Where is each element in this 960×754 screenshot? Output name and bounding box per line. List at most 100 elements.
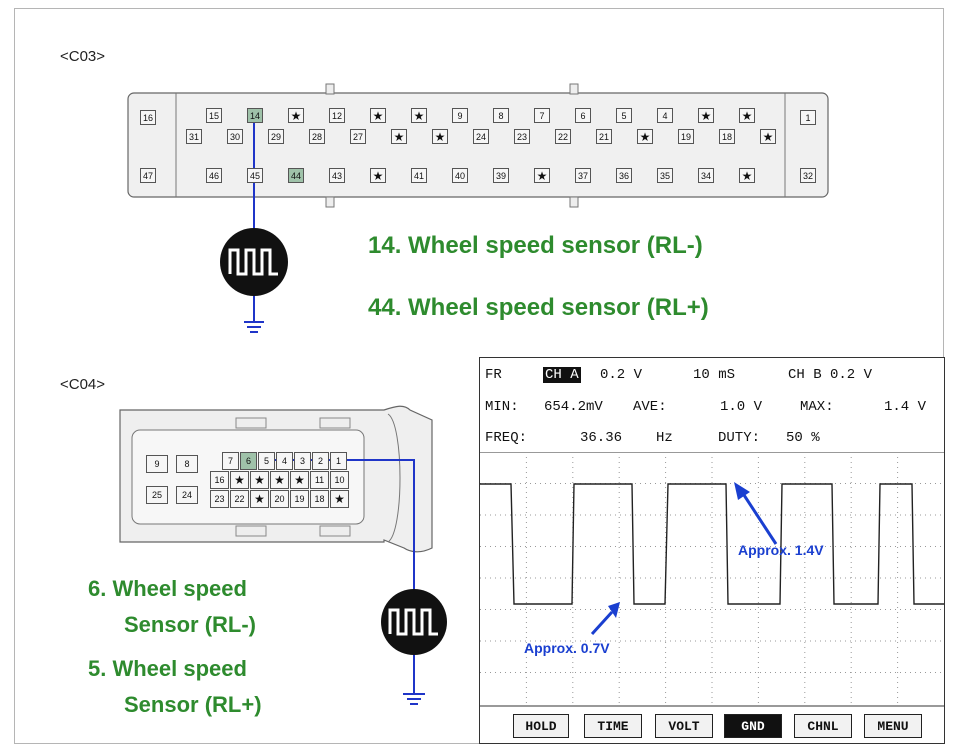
softkey-volt[interactable]: VOLT bbox=[655, 714, 713, 738]
c04-note1-line2: Sensor (RL-) bbox=[124, 612, 256, 637]
scope-timebase: 10 mS bbox=[693, 367, 736, 383]
connector-pin: ★ bbox=[391, 129, 407, 144]
scope-duty-value: 50 % bbox=[786, 430, 820, 446]
connector-pin: 28 bbox=[309, 129, 325, 144]
softkey-chnl[interactable]: CHNL bbox=[794, 714, 852, 738]
connector-pin: 18 bbox=[719, 129, 735, 144]
connector-pin: ★ bbox=[370, 168, 386, 183]
connector-pin: ★ bbox=[534, 168, 550, 183]
connector-pin: 1 bbox=[330, 452, 347, 470]
c03-pin-right-top: 1 bbox=[800, 110, 816, 125]
arrow-high-line bbox=[740, 491, 778, 545]
connector-pin: 23 bbox=[210, 490, 229, 508]
connector-pin: 14 bbox=[247, 108, 263, 123]
connector-pin: 6 bbox=[240, 452, 257, 470]
c03-key-bottom-right bbox=[569, 196, 579, 208]
connector-pin: 21 bbox=[596, 129, 612, 144]
c03-label: <C03> bbox=[60, 48, 106, 65]
connector-pin: 27 bbox=[350, 129, 366, 144]
connector-pin: 11 bbox=[310, 471, 329, 489]
connector-pin: 24 bbox=[473, 129, 489, 144]
connector-pin: ★ bbox=[250, 471, 269, 489]
c04-latch-bottom-right bbox=[319, 525, 351, 537]
connector-pin: 5 bbox=[616, 108, 632, 123]
c03-sensor-icon bbox=[220, 228, 288, 296]
connector-pin: 36 bbox=[616, 168, 632, 183]
scope-ch-a-button[interactable]: CH A bbox=[543, 367, 581, 383]
connector-pin: 6 bbox=[575, 108, 591, 123]
connector-pin: 10 bbox=[330, 471, 349, 489]
scope-freq-value: 36.36 bbox=[580, 430, 623, 446]
c04-lock-tab bbox=[387, 413, 401, 543]
scope-ave-value: 1.0 V bbox=[720, 399, 763, 415]
c04-note2-line2: Sensor (RL+) bbox=[124, 692, 262, 717]
c04-latch-top-right bbox=[319, 417, 351, 429]
c03-key-top-left bbox=[325, 83, 335, 95]
connector-pin: ★ bbox=[250, 490, 269, 508]
scope-screen bbox=[480, 452, 944, 707]
connector-pin: 39 bbox=[493, 168, 509, 183]
connector-pin: 31 bbox=[186, 129, 202, 144]
connector-pin: 43 bbox=[329, 168, 345, 183]
connector-pin: ★ bbox=[760, 129, 776, 144]
c04-label: <C04> bbox=[60, 376, 106, 393]
c04-latch-top-left bbox=[235, 417, 267, 429]
connector-pin: 3 bbox=[294, 452, 311, 470]
annotation-approx-low: Approx. 0.7V bbox=[524, 640, 610, 656]
scope-duty-label: DUTY: bbox=[718, 430, 761, 446]
connector-pin: 2 bbox=[312, 452, 329, 470]
arrow-high-head bbox=[734, 482, 750, 500]
connector-pin: 18 bbox=[310, 490, 329, 508]
connector-pin: ★ bbox=[411, 108, 427, 123]
oscilloscope-panel bbox=[479, 357, 945, 744]
connector-pin: ★ bbox=[230, 471, 249, 489]
connector-pin: ★ bbox=[270, 471, 289, 489]
connector-pin: ★ bbox=[288, 108, 304, 123]
connector-pin: 9 bbox=[146, 455, 168, 473]
connector-pin: 15 bbox=[206, 108, 222, 123]
c03-pin-left-top: 16 bbox=[140, 110, 156, 125]
annotation-approx-high: Approx. 1.4V bbox=[738, 542, 824, 558]
c04-sensor-icon bbox=[381, 589, 447, 655]
connector-pin: ★ bbox=[290, 471, 309, 489]
connector-pin: 44 bbox=[288, 168, 304, 183]
connector-pin: 29 bbox=[268, 129, 284, 144]
connector-pin: 34 bbox=[698, 168, 714, 183]
connector-pin: 5 bbox=[258, 452, 275, 470]
connector-pin: 22 bbox=[555, 129, 571, 144]
connector-pin: ★ bbox=[330, 490, 349, 508]
c04-latch-bottom-left bbox=[235, 525, 267, 537]
connector-pin: 16 bbox=[210, 471, 229, 489]
softkey-hold[interactable]: HOLD bbox=[513, 714, 569, 738]
connector-pin: 12 bbox=[329, 108, 345, 123]
c03-key-top-right bbox=[569, 83, 579, 95]
scope-max-label: MAX: bbox=[800, 399, 834, 415]
softkey-menu[interactable]: MENU bbox=[864, 714, 922, 738]
connector-pin: 4 bbox=[276, 452, 293, 470]
c03-note-rl-plus: 44. Wheel speed sensor (RL+) bbox=[368, 294, 709, 321]
connector-pin: 37 bbox=[575, 168, 591, 183]
softkey-time[interactable]: TIME bbox=[584, 714, 642, 738]
scope-freq-label: FREQ: bbox=[485, 430, 528, 446]
scope-max-value: 1.4 V bbox=[884, 399, 927, 415]
connector-pin: 40 bbox=[452, 168, 468, 183]
connector-pin: ★ bbox=[370, 108, 386, 123]
c03-key-bottom-left bbox=[325, 196, 335, 208]
softkey-gnd[interactable]: GND bbox=[724, 714, 782, 738]
arrow-low-line bbox=[590, 610, 614, 636]
connector-pin: 35 bbox=[657, 168, 673, 183]
connector-pin: ★ bbox=[637, 129, 653, 144]
scope-min-label: MIN: bbox=[485, 399, 519, 415]
connector-pin: 41 bbox=[411, 168, 427, 183]
connector-pin: ★ bbox=[698, 108, 714, 123]
connector-pin: ★ bbox=[432, 129, 448, 144]
connector-pin: 19 bbox=[290, 490, 309, 508]
connector-pin: 7 bbox=[222, 452, 239, 470]
connector-pin: 23 bbox=[514, 129, 530, 144]
connector-pin: 8 bbox=[493, 108, 509, 123]
connector-pin: ★ bbox=[739, 108, 755, 123]
c03-pin-left-bottom: 47 bbox=[140, 168, 156, 183]
connector-pin: ★ bbox=[739, 168, 755, 183]
connector-pin: 4 bbox=[657, 108, 673, 123]
